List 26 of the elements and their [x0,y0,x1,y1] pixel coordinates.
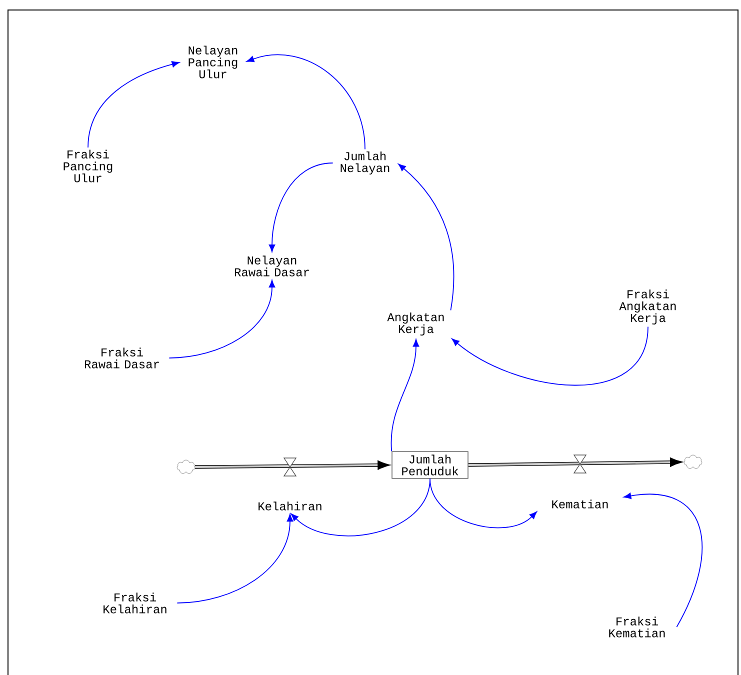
arrow [398,164,454,311]
variable-label: Kematian [552,500,608,508]
arrow [430,478,537,528]
arrow [176,514,294,604]
variable-label: Jumlah Nelayan [340,151,390,175]
flow-pipe [195,460,390,470]
cloud-symbol [684,454,702,469]
variable-label: Nelayan Pancing Ulur [188,46,238,78]
stock-box: Jumlah Penduduk [392,451,468,479]
variable-label: Fraksi Pancing Ulur [64,150,112,182]
variable-label: Fraksi Kematian [609,616,665,638]
arrow [452,326,648,386]
variable-label: Fraksi Rawai Dasar [84,348,159,368]
variable-label: Kelahiran [258,502,322,510]
cloud-symbol [176,460,196,474]
arrow [168,280,276,358]
arrow [246,54,366,150]
variable-label: Fraksi Kelahiran [104,592,166,614]
arrow [390,339,420,452]
arrow [268,162,334,252]
arrow [88,61,180,148]
variable-label: Fraksi Angkatan Kerja [619,290,676,324]
variable-label: Angkatan Kerja [387,312,444,336]
variable-label: Nelayan Rawai Dasar [234,256,309,276]
arrow [624,492,702,628]
flow-pipe [468,457,683,467]
